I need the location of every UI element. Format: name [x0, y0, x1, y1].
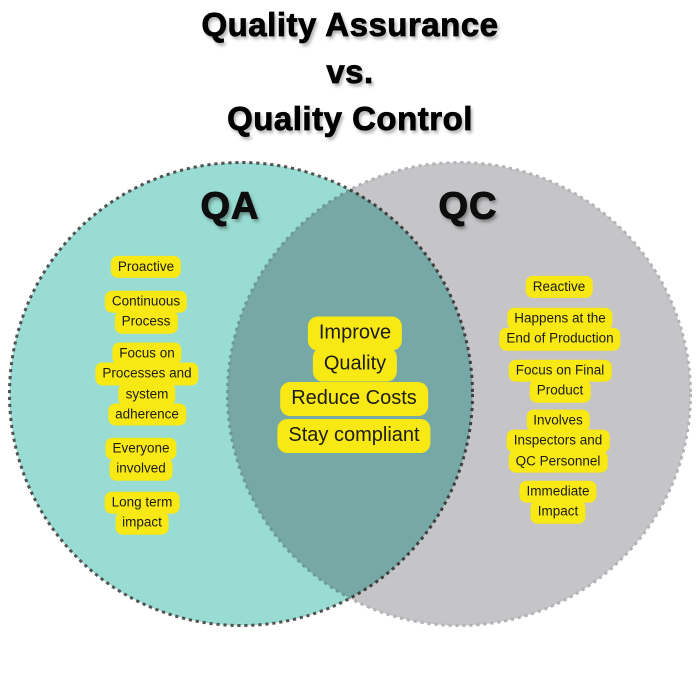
title-line-1: Quality Assurance: [201, 6, 499, 44]
label-line: Process: [114, 311, 178, 334]
label-line: Quality: [312, 347, 398, 382]
label-line: adherence: [108, 403, 186, 426]
title-line-2: vs.: [326, 53, 374, 91]
label-line: Continuous: [104, 290, 188, 313]
qa-heading: QA: [200, 185, 260, 228]
label-reduce-costs: Reduce Costs: [280, 382, 428, 416]
page-title: Quality Assurance vs. Quality Control: [0, 1, 700, 142]
label-line: involved: [109, 458, 173, 481]
label-line: Product: [529, 380, 591, 403]
label-line: Proactive: [110, 255, 182, 279]
label-proactive: Proactive: [110, 255, 182, 279]
qc-heading: QC: [438, 185, 498, 228]
label-line: Focus on Final: [508, 359, 612, 382]
title-line-3: Quality Control: [227, 100, 473, 138]
label-line: impact: [115, 512, 169, 535]
label-line: Stay compliant: [277, 419, 431, 453]
label-line: Focus on: [112, 342, 182, 365]
label-line: Reactive: [525, 275, 593, 299]
label-stay-compliant: Stay compliant: [277, 419, 431, 453]
label-line: Long term: [104, 491, 180, 514]
label-line: Happens at the: [507, 307, 613, 330]
label-line: Everyone: [105, 437, 177, 460]
label-line: Improve: [307, 316, 403, 351]
label-line: Reduce Costs: [280, 382, 428, 416]
label-line: QC Personnel: [508, 450, 608, 473]
label-line: Immediate: [519, 480, 597, 503]
label-reactive: Reactive: [525, 275, 593, 299]
label-line: Processes and: [95, 362, 199, 385]
label-line: End of Production: [499, 328, 621, 351]
label-line: Impact: [530, 501, 586, 524]
label-line: Involves: [526, 409, 590, 432]
label-line: system: [118, 383, 176, 406]
label-line: Inspectors and: [506, 429, 610, 453]
